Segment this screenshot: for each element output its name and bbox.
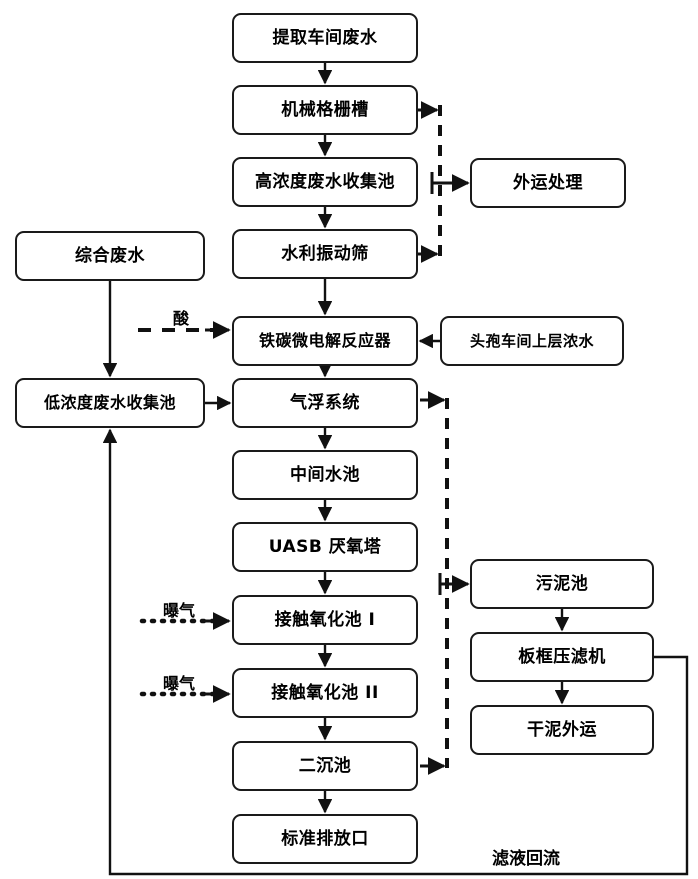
node-cephalosporin-workshop-upper-concentrated-water[interactable]: 头孢车间上层浓水 [440,316,624,366]
node-mechanical-grille-tank[interactable]: 机械格栅槽 [232,85,418,135]
node-low-concentration-collection-pool[interactable]: 低浓度废水收集池 [15,378,205,428]
node-extract-workshop-wastewater[interactable]: 提取车间废水 [232,13,418,63]
node-high-concentration-collection-pool[interactable]: 高浓度废水收集池 [232,157,418,207]
edge-filtrate-return [102,428,689,876]
edge-label-acid: 酸 [173,309,190,328]
node-sludge-pool[interactable]: 污泥池 [470,559,654,609]
node-standard-discharge-outlet[interactable]: 标准排放口 [232,814,418,864]
edge-label-aeration-1: 曝气 [163,601,196,620]
node-plate-frame-filter-press[interactable]: 板框压滤机 [470,632,654,682]
node-comprehensive-wastewater[interactable]: 综合废水 [15,231,205,281]
node-dry-sludge-transport[interactable]: 干泥外运 [470,705,654,755]
node-contact-oxidation-tank-1[interactable]: 接触氧化池 I [232,595,418,645]
node-iron-carbon-microelectrolysis-reactor[interactable]: 铁碳微电解反应器 [232,316,418,366]
edge-label-filtrate-return: 滤液回流 [492,849,560,869]
edge-label-aeration-2: 曝气 [163,674,196,693]
node-secondary-sedimentation-tank[interactable]: 二沉池 [232,741,418,791]
node-intermediate-water-tank[interactable]: 中间水池 [232,450,418,500]
node-hydraulic-vibrating-screen[interactable]: 水利振动筛 [232,229,418,279]
node-contact-oxidation-tank-2[interactable]: 接触氧化池 II [232,668,418,718]
node-air-flotation-system[interactable]: 气浮系统 [232,378,418,428]
node-uasb-anaerobic-tower[interactable]: UASB 厌氧塔 [232,522,418,572]
node-offsite-treatment[interactable]: 外运处理 [470,158,626,208]
